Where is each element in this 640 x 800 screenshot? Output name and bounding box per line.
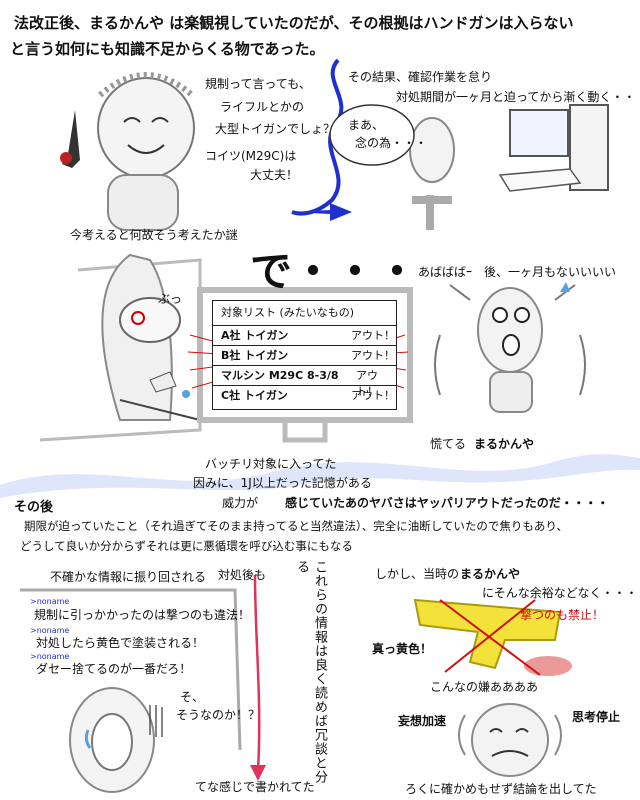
post-user: >noname — [30, 626, 70, 635]
arrow-down-icon — [250, 765, 266, 781]
forbid-text: 撃つのも禁止！ — [520, 608, 605, 622]
header-line-1: 法改正後、まるかんや は楽観視していたのだが、その根拠はハンドガンは入らない — [14, 14, 574, 32]
post-text: 規制に引っかかったのは撃つのも違法！ — [34, 608, 251, 622]
de-sound: で・・・ — [250, 247, 419, 296]
speech-line-3: 大型トイガンでしょ？ — [215, 122, 336, 136]
shikou-text: 思考停止 — [572, 710, 621, 724]
middle-headline: 感じていたあのヤバさはヤッパリアウトだったのだ・・・・ — [285, 496, 609, 510]
mousou-text: 妄想加速 — [398, 714, 447, 728]
speech-line-4: コイツ(M29C)は — [205, 149, 297, 163]
narration-line-1: その結果、確認作業を怠り — [348, 70, 493, 84]
panel3-top-text: 不確かな情報に振り回される — [50, 570, 207, 584]
middle-body-1: 期限が迫っていたこと（それ過ぎてそのまま持ってると当然違法）、完全に油断していた… — [24, 519, 568, 533]
panel4-line-1b: まるかんや — [460, 567, 521, 581]
yellow-toy-gun — [413, 598, 572, 676]
buh-sound: ぶっ — [158, 292, 183, 306]
arrow-icon — [290, 203, 352, 221]
list-title: 対象リスト (みたいなもの) — [221, 306, 355, 319]
note-line-1: バッチリ対象に入ってた — [205, 457, 337, 471]
post-text: ダセー捨てるのが一番だろ！ — [36, 662, 192, 676]
list-item-name: C社 トイガン — [221, 389, 288, 402]
iya-text: こんなの嫌ああああ — [430, 680, 539, 694]
list-row: B社 トイガン アウト！ — [213, 345, 396, 362]
red-arrow-line — [253, 574, 261, 771]
speech-bubble — [329, 104, 415, 166]
marukanya-character-reading — [69, 687, 163, 793]
computer-desk-scene — [409, 104, 609, 230]
speech-line-2: ライフルとかの — [220, 100, 305, 114]
panel3-frame — [20, 588, 242, 751]
list-row: A社 トイガン アウト！ — [213, 325, 396, 342]
list-item-name: A社 トイガン — [221, 329, 289, 342]
reply-line-1: そ、 — [180, 690, 205, 704]
panel3-top-text-2: 対処後も — [218, 568, 267, 582]
note-line-2: 因みに、1J以上だった記憶がある — [193, 476, 372, 490]
post-text: 対処したら黄色で塗装される！ — [36, 636, 205, 650]
narration-line-2: 対処期間が一ヶ月と迫ってから漸く動く・・・・ — [396, 90, 640, 104]
yellow-text: 真っ黄色！ — [372, 642, 433, 656]
panic-caption-b: まるかんや — [474, 437, 535, 451]
marukanya-character-shocked-side — [39, 253, 202, 442]
panic-caption-a: 慌てる — [430, 437, 467, 451]
list-item-name: マルシン M29C 8-3/8 — [221, 369, 339, 382]
list-row: C社 トイガン アウト！ — [213, 385, 396, 402]
post-user: >noname — [30, 652, 70, 661]
list-item-result: アウト！ — [351, 389, 395, 402]
list-item-result: アウト！ — [351, 349, 395, 362]
bubble-line-2: 念の為・・・ — [355, 136, 428, 150]
list-item-result: アウト！ — [351, 329, 395, 342]
middle-body-2: どうして良いか分からずそれは更に悪循環を呼び込む事にもなる — [20, 539, 353, 553]
panel4-line-2: にそんな余裕などなく・・・・ — [482, 586, 640, 600]
panel3-caption: てな感じで書かれてた — [195, 780, 315, 794]
vertical-note: これらの情報は良く読めば冗談と分る — [294, 560, 327, 784]
list-row: マルシン M29C 8-3/8 アウト！ — [213, 365, 396, 398]
bubble-line-1: まあ、 — [348, 118, 385, 132]
panel1-caption: 今考えると何故そう考えたか謎 — [70, 228, 238, 242]
marukanya-character-confident — [60, 72, 195, 231]
sono-go-label: その後 — [14, 500, 54, 515]
wave-separator — [0, 454, 640, 498]
list-item-name: B社 トイガン — [221, 349, 289, 362]
marukanya-character-despair — [458, 703, 562, 777]
post-user: >noname — [30, 597, 70, 606]
speech-line-5: 大丈夫！ — [250, 168, 299, 182]
panic-speech: あばばばｰ 後、一ヶ月もないいいい — [418, 265, 617, 279]
note-line-3: 威力が — [222, 496, 259, 510]
target-list-window: 対象リスト (みたいなもの) A社 トイガン アウト！ B社 トイガン アウト！… — [212, 300, 397, 410]
panel4-line-1a: しかし、当時の — [375, 567, 460, 581]
speech-line-1: 規制って言っても、 — [205, 77, 311, 91]
list-item-result: アウト！ — [356, 369, 378, 398]
marukanya-character-panic — [434, 282, 586, 413]
panel4-bottom: ろくに確かめもせず結論を出してた — [405, 782, 597, 796]
header-line-2: と言う如何にも知識不足からくる物であった。 — [10, 40, 325, 58]
reply-line-2: そうなのか！？ — [176, 708, 261, 722]
